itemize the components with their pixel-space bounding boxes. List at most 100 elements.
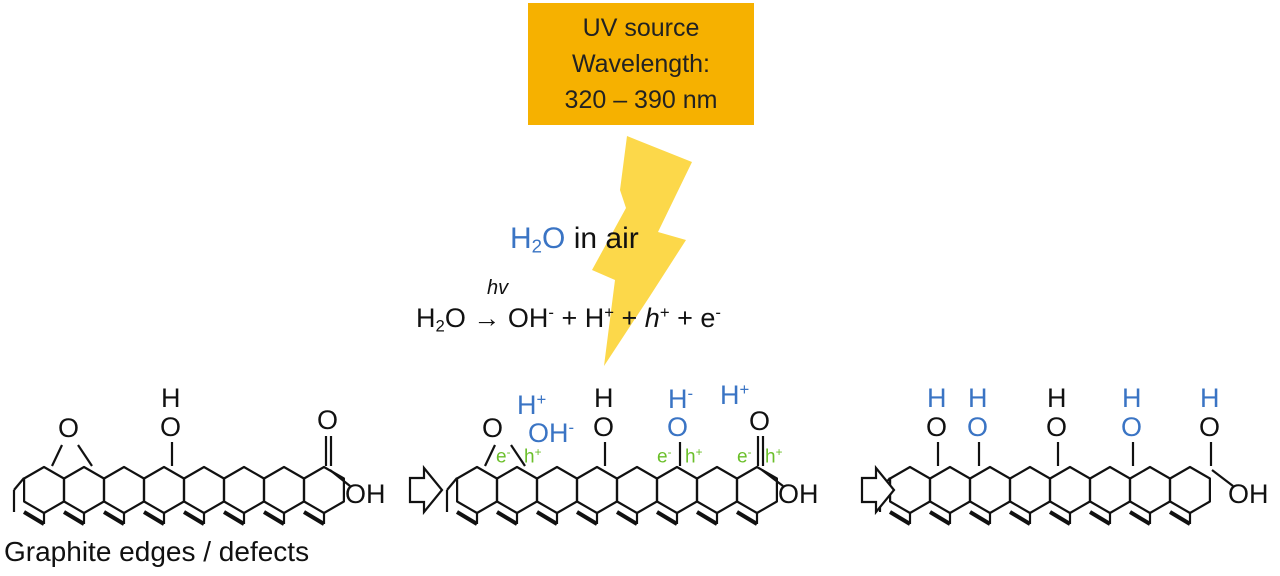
hexagon-ring — [303, 465, 345, 515]
s3-h-1: H — [927, 383, 947, 413]
hexagon-ring — [1128, 465, 1172, 515]
hexagon-ring — [968, 465, 1012, 515]
hexagon-ring — [183, 465, 225, 515]
hexagon-ring — [615, 465, 659, 515]
lower-bond — [735, 510, 759, 526]
s2-oh-minus: OH- — [528, 418, 575, 449]
s2-epoxide-o: O — [482, 413, 504, 443]
s3-o-4: O — [1121, 412, 1143, 442]
s1-epoxide-o: O — [58, 413, 80, 443]
process-arrow-1 — [408, 464, 444, 516]
hexagon-ring — [223, 465, 265, 515]
lower-bond — [655, 510, 679, 526]
s2-hydroxyl-o: O — [593, 412, 615, 442]
lower-bond — [615, 510, 639, 526]
s3-carboxyl-oh: OH — [1228, 479, 1269, 509]
lower-bond — [1048, 510, 1072, 526]
lower-bond — [535, 510, 559, 526]
s3-h-4: H — [1122, 383, 1142, 413]
s2-carboxyl-oh: OH — [778, 479, 819, 509]
hexagon-ring — [143, 465, 185, 515]
hexagon-ring — [655, 465, 699, 515]
lower-bond — [62, 510, 86, 526]
s2-electron-1: e- — [496, 446, 511, 468]
s2-hole-2: h+ — [685, 446, 703, 468]
s2-h-plus-right: H+ — [720, 380, 750, 411]
s3-h-3: H — [1047, 383, 1067, 413]
carboxyl-bond — [1211, 469, 1234, 487]
s2-electron-3: e- — [737, 446, 752, 468]
photolysis-equation: H2O → OH- + H+ + h+ + e- — [416, 303, 721, 336]
hexagon-ring — [928, 465, 972, 515]
graphite-lattice — [878, 465, 1212, 526]
epoxide-bond — [510, 444, 526, 467]
hexagon-ring — [1168, 465, 1212, 515]
lower-bond — [575, 510, 599, 526]
graphite-caption: Graphite edges / defects — [4, 536, 310, 567]
lower-bond — [455, 510, 479, 526]
carboxyl-bond — [761, 469, 784, 487]
reaction-arrow: → — [473, 303, 501, 334]
s3-o-2: O — [967, 412, 989, 442]
hexagon-ring — [1048, 465, 1092, 515]
s1-hydroxyl-o: O — [160, 412, 182, 442]
process-arrow-2 — [860, 464, 896, 516]
hexagon-ring — [575, 465, 619, 515]
hexagon-ring — [456, 465, 498, 515]
epoxide-bond — [51, 444, 63, 467]
uv-source-box: UV source Wavelength: 320 – 390 nm — [528, 3, 754, 125]
hexagon-ring — [1088, 465, 1132, 515]
lower-bond — [695, 510, 719, 526]
s1-carboxyl-oh: OH — [345, 479, 386, 509]
s2-h-minus: H- — [668, 384, 694, 415]
hexagon-ring — [535, 465, 579, 515]
s1-hydroxyl-h: H — [161, 383, 181, 413]
lower-bond — [102, 510, 126, 526]
s1-carbonyl-o: O — [317, 405, 339, 435]
lower-bond — [928, 510, 952, 526]
graphite-lattice — [445, 465, 779, 526]
edge-bond — [13, 477, 25, 491]
s3-o-1: O — [926, 412, 948, 442]
lower-bond — [302, 510, 326, 526]
s2-o-mid: O — [667, 412, 689, 442]
lower-bond — [1168, 510, 1192, 526]
water-in-air-label: H2O in air — [510, 222, 639, 257]
lower-bond — [182, 510, 206, 526]
lower-bond — [222, 510, 246, 526]
s3-h-2: H — [968, 383, 988, 413]
s2-hole-3: h+ — [765, 446, 783, 468]
hexagon-ring — [23, 465, 66, 515]
s2-electron-2: e- — [657, 446, 672, 468]
uv-wavelength-range: 320 – 390 nm — [564, 86, 718, 114]
lower-bond — [888, 510, 912, 526]
graphite-lattice — [12, 465, 345, 526]
uv-wavelength-label: Wavelength: — [571, 50, 711, 78]
lower-bond — [22, 510, 46, 526]
hexagon-ring — [888, 465, 932, 515]
epoxide-bond — [77, 444, 93, 467]
lower-bond — [1128, 510, 1152, 526]
lower-bond — [262, 510, 286, 526]
hexagon-ring — [735, 465, 779, 515]
s2-hole-1: h+ — [524, 446, 542, 468]
uv-source-title: UV source — [582, 14, 700, 42]
carboxyl-bond — [329, 469, 351, 487]
epoxide-bond — [484, 444, 496, 467]
s2-carbonyl-o: O — [749, 406, 771, 436]
lower-bond — [495, 510, 519, 526]
lower-bond — [142, 510, 166, 526]
hexagon-ring — [496, 465, 539, 515]
lower-bond — [968, 510, 992, 526]
lower-bond — [1008, 510, 1032, 526]
hexagon-ring — [695, 465, 739, 515]
hexagon-ring — [62, 465, 106, 515]
hexagon-ring — [102, 465, 145, 515]
lightning-bolt — [592, 136, 692, 366]
photon-hv-label: hv — [487, 277, 509, 299]
lower-bond — [1088, 510, 1112, 526]
hexagon-ring — [1008, 465, 1052, 515]
s2-h-plus-left: H+ — [517, 390, 547, 421]
s2-hydroxyl-h: H — [594, 383, 614, 413]
